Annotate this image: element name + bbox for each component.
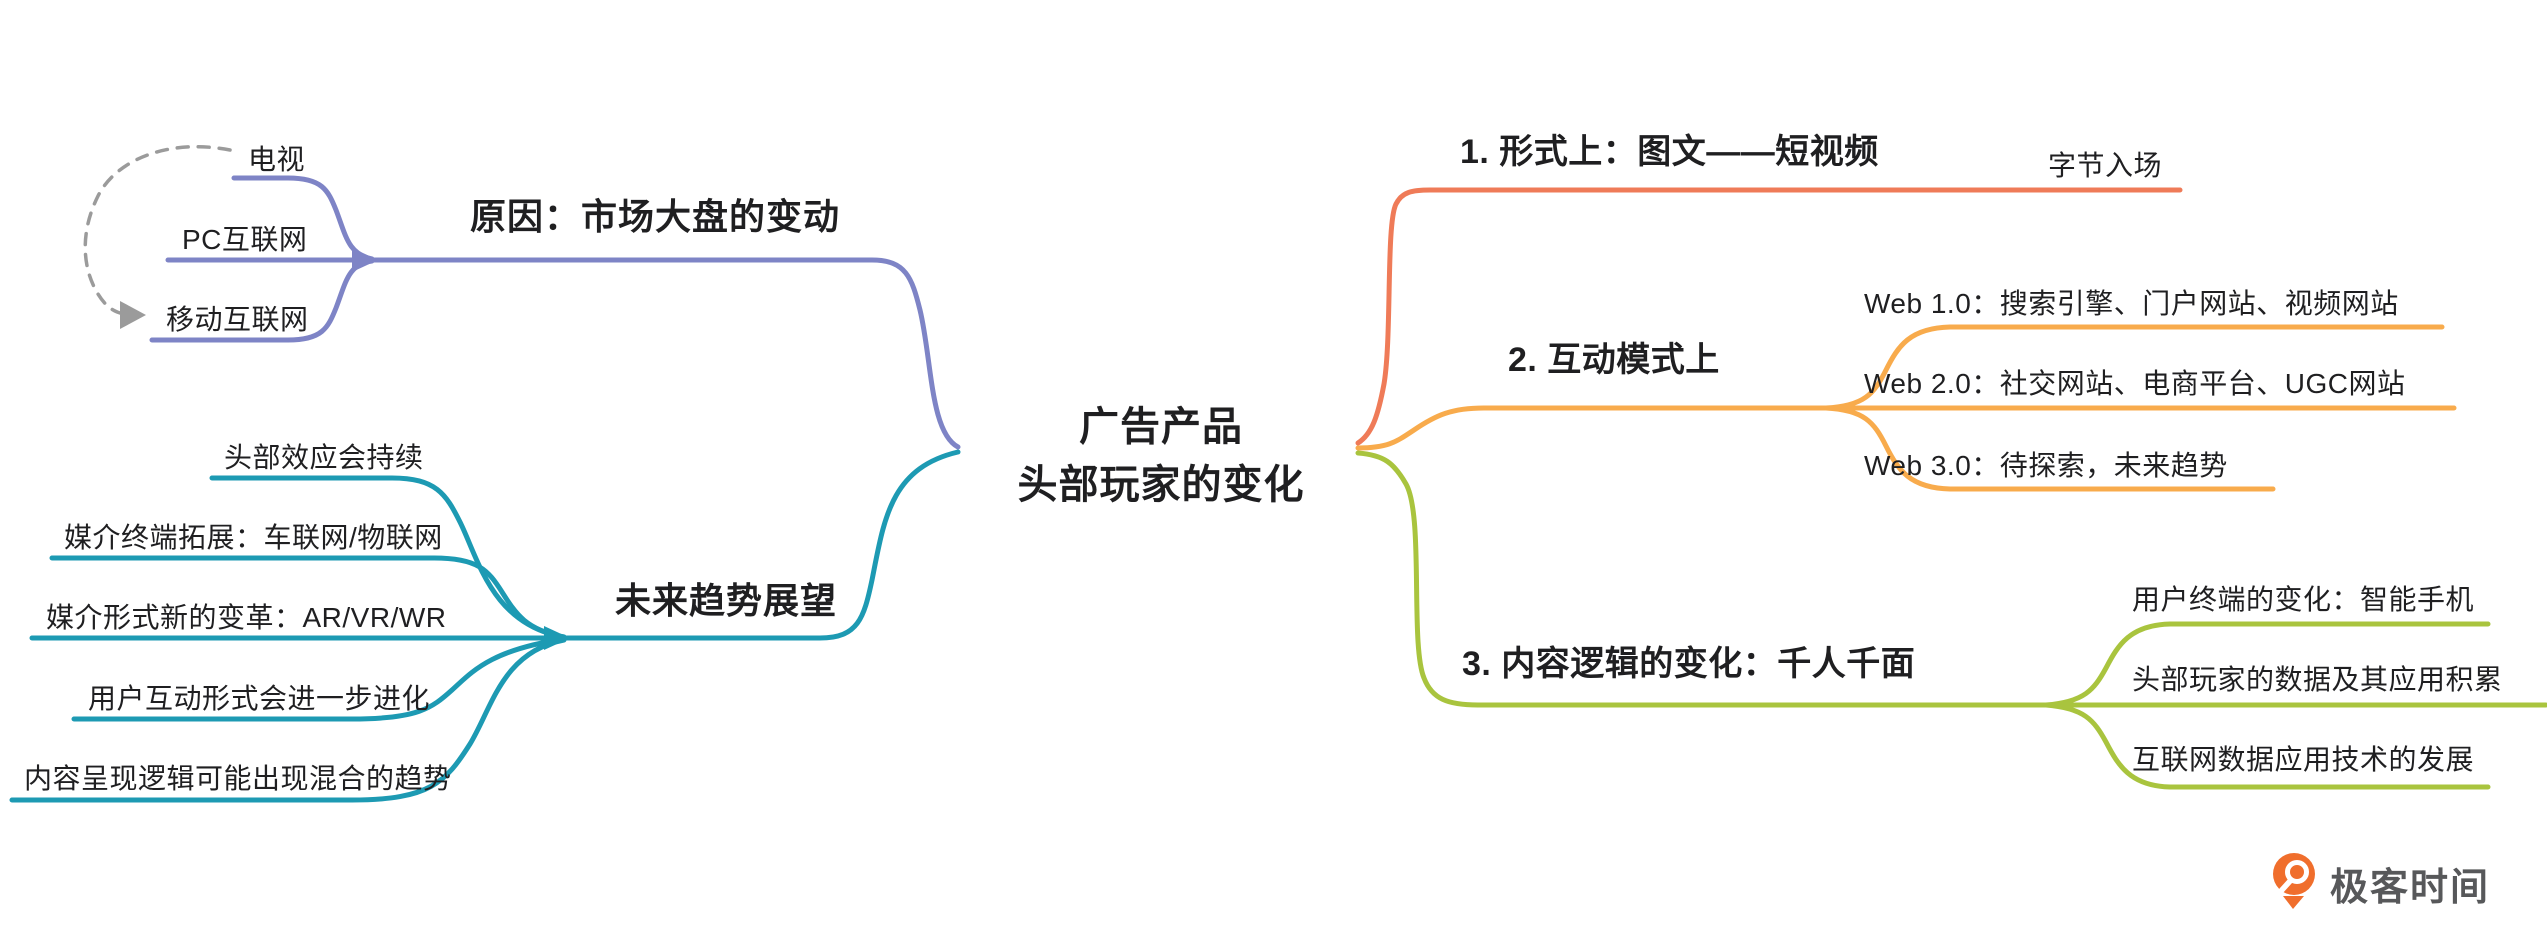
evolution-arrowhead-icon — [120, 301, 146, 329]
central-topic: 广告产品 头部玩家的变化 — [1018, 398, 1305, 514]
branch-content-main-line — [1355, 450, 2049, 708]
geektime-wordmark: 极客时间 — [2330, 867, 2491, 909]
node-tv-label: 电视 — [248, 144, 306, 175]
node-pc-internet-label: PC互联网 — [182, 224, 308, 255]
branch-reason-merge-arrow-icon — [352, 248, 378, 272]
node-media-terminal-label: 媒介终端拓展：车联网/物联网 — [64, 522, 443, 553]
branch-form-label: 1. 形式上：图文——短视频 — [1460, 133, 1879, 171]
branch-content-child-3-line — [2043, 702, 2491, 790]
branch-future-child-1-line — [209, 475, 567, 640]
evolution-dashed-arrow-line — [83, 145, 232, 316]
node-media-form-label: 媒介形式新的变革：AR/VR/WR — [46, 602, 447, 633]
branch-content-child-1-line — [2043, 621, 2491, 708]
branch-interaction-child-web3-line — [1823, 405, 2276, 492]
node-web1-label: Web 1.0：搜索引擎、门户网站、视频网站 — [1864, 288, 2399, 319]
node-mobile-internet-label: 移动互联网 — [166, 304, 309, 335]
branch-reason-main-line — [369, 257, 961, 450]
branch-future-label: 未来趋势展望 — [615, 580, 838, 621]
branch-interaction-label: 2. 互动模式上 — [1508, 341, 1720, 379]
branch-future-child-5-line — [9, 637, 567, 803]
geektime-logo-icon — [2273, 853, 2315, 909]
branch-future-main-line — [561, 449, 961, 641]
node-web2-label: Web 2.0：社交网站、电商平台、UGC网站 — [1864, 368, 2406, 399]
node-head-effect-label: 头部效应会持续 — [224, 442, 424, 473]
branch-future-child-2-line — [49, 555, 567, 640]
node-content-presentation-label: 内容呈现逻辑可能出现混合的趋势 — [24, 763, 452, 794]
central-topic-line2: 头部玩家的变化 — [1017, 463, 1305, 507]
branch-future-merge-arrow-icon — [544, 626, 570, 650]
branch-future-child-4-line — [71, 636, 567, 722]
branch-content-label: 3. 内容逻辑的变化：千人千面 — [1462, 645, 1916, 683]
node-data-tech-label: 互联网数据应用技术的发展 — [2132, 744, 2475, 775]
node-user-interaction-label: 用户互动形式会进一步进化 — [88, 683, 431, 714]
branch-interaction-main-line — [1355, 405, 1829, 451]
branch-reason-label: 原因：市场大盘的变动 — [470, 196, 841, 237]
branch-form-main-line — [1355, 187, 2183, 446]
node-user-terminal-label: 用户终端的变化：智能手机 — [2132, 584, 2475, 615]
branch-interaction-child-web1-line — [1823, 324, 2445, 411]
central-topic-line1: 广告产品 — [1079, 405, 1243, 449]
node-bytedance-label: 字节入场 — [2048, 150, 2163, 181]
node-web3-label: Web 3.0：待探索，未来趋势 — [1864, 450, 2228, 481]
node-player-data-label: 头部玩家的数据及其应用积累 — [2132, 664, 2503, 695]
